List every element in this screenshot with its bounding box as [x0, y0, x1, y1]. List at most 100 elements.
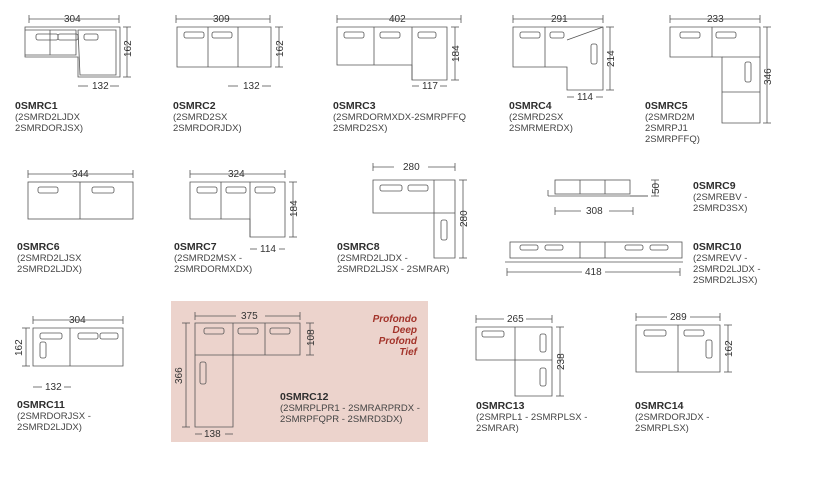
dim-label: 402	[389, 14, 406, 25]
dim-label: 184	[451, 45, 462, 62]
dim-label: 132	[243, 81, 260, 92]
dim-label: 304	[64, 14, 81, 25]
plan-0smrc9	[547, 179, 659, 215]
model-code: 0SMRC9	[693, 180, 736, 192]
model-parts-line: 2SMRD2LJDX)	[17, 264, 82, 275]
model-parts-line: 2SMRD2LJSX)	[693, 275, 758, 286]
model-parts-line: (2SMRDORMXDX-2SMRPFFQ	[333, 112, 467, 123]
dim-label: 291	[551, 14, 568, 25]
dim-label: 114	[577, 92, 593, 103]
model-parts-line: 2SMRMERDX)	[509, 123, 573, 134]
dim-label: 114	[260, 244, 276, 255]
model-label-0smrc12: 0SMRC12 (2SMRPLPR1 - 2SMRARPRDX - 2SMRPF…	[280, 391, 420, 426]
dim-label: 132	[45, 382, 62, 393]
plan-0smrc7	[189, 170, 297, 250]
model-parts-line: 2SMRDORJDX)	[173, 123, 242, 134]
model-label-0smrc10: 0SMRC10 (2SMREVV - 2SMRD2LJDX - 2SMRD2LJ…	[693, 241, 761, 287]
dim-label: 280	[403, 162, 420, 173]
dim-label: 366	[174, 367, 185, 384]
dim-label: 309	[213, 14, 230, 25]
plan-0smrc3	[336, 15, 462, 87]
model-parts-line: 2SMRD2LJDX -	[693, 264, 761, 275]
note-line-4: Tief	[399, 347, 417, 358]
model-parts-line: 2SMRDORMXDX)	[174, 264, 253, 275]
note-line-3: Profond	[378, 336, 417, 347]
model-parts-line: (2SMRD2LJDX -	[337, 253, 408, 264]
model-code: 0SMRC10	[693, 241, 742, 253]
model-code: 0SMRC11	[17, 399, 65, 411]
note-line-1: Profondo	[372, 314, 417, 325]
dim-label: 304	[69, 315, 86, 326]
model-code: 0SMRC14	[635, 400, 684, 412]
model-parts-line: (2SMRD2MSX -	[174, 253, 243, 264]
model-parts-line: (2SMRD2M	[645, 112, 695, 123]
dim-label: 346	[763, 68, 774, 85]
model-label-0smrc4: 0SMRC4 (2SMRD2SX 2SMRMERDX)	[509, 100, 573, 135]
model-code: 0SMRC8	[337, 241, 380, 253]
model-parts-line: (2SMRD2SX	[173, 112, 228, 123]
plan-0smrc14	[635, 313, 732, 373]
plan-0smrc8	[372, 163, 467, 259]
dim-label: 214	[606, 50, 617, 67]
dim-label: 162	[275, 40, 286, 57]
model-parts-line: (2SMREBV -	[693, 192, 748, 203]
model-parts-line: 2SMRD3SX)	[693, 203, 748, 214]
note-line-2: Deep	[392, 325, 417, 336]
model-parts-line: (2SMRPL1 - 2SMRPLSX -	[476, 412, 588, 423]
model-label-0smrc5: 0SMRC5 (2SMRD2M 2SMRPJ1 2SMRPFFQ)	[645, 101, 700, 146]
model-code: 0SMRC6	[17, 241, 60, 253]
model-parts-line: (2SMRD2LJDX	[15, 112, 80, 123]
model-parts-line: 2SMRPFFQ)	[645, 134, 700, 145]
model-label-0smrc2: 0SMRC2 (2SMRD2SX 2SMRDORJDX)	[173, 100, 242, 135]
deep-version-highlight-panel	[171, 301, 428, 442]
deep-version-note: Profondo Deep Profond Tief	[355, 314, 417, 358]
model-code: 0SMRC12	[280, 391, 329, 403]
model-code: 0SMRC13	[476, 400, 525, 412]
plan-0smrc10	[505, 241, 683, 276]
plan-0smrc1	[24, 15, 131, 87]
dim-label: 108	[306, 329, 317, 346]
model-code: 0SMRC7	[174, 241, 217, 253]
model-code: 0SMRC2	[173, 100, 216, 112]
model-parts-line: (2SMRPLPR1 - 2SMRARPRDX -	[280, 403, 420, 414]
model-label-0smrc1: 0SMRC1 (2SMRD2LJDX 2SMRDORJSX)	[15, 101, 84, 135]
model-label-0smrc9: 0SMRC9 (2SMREBV - 2SMRD3SX)	[693, 180, 748, 215]
model-parts-line: 2SMRPFQPR - 2SMRD3DX)	[280, 414, 403, 425]
model-parts-line: (2SMRD2SX	[509, 112, 564, 123]
dim-label: 375	[241, 311, 258, 322]
dim-label: 238	[556, 353, 567, 370]
dim-label: 265	[507, 314, 524, 325]
model-parts-line: (2SMRDORJDX -	[635, 412, 710, 423]
dim-label: 184	[289, 200, 300, 217]
dim-label: 344	[72, 169, 89, 180]
dim-label: 418	[585, 267, 602, 278]
model-label-0smrc11: 0SMRC11 (2SMRDORJSX - 2SMRD2LJDX)	[17, 399, 91, 434]
model-parts-line: 2SMRPLSX)	[635, 423, 689, 434]
model-parts-line: (2SMRD2LJSX	[17, 253, 82, 264]
model-parts-line: 2SMRDORJSX)	[15, 123, 84, 134]
model-label-0smrc14: 0SMRC14 (2SMRDORJDX - 2SMRPLSX)	[635, 400, 710, 435]
model-label-0smrc8: 0SMRC8 (2SMRD2LJDX - 2SMRD2LJSX - 2SMRAR…	[337, 241, 450, 276]
dim-label: 324	[228, 169, 245, 180]
model-label-0smrc13: 0SMRC13 (2SMRPL1 - 2SMRPLSX - 2SMRAR)	[476, 400, 588, 435]
plan-0smrc5	[669, 15, 771, 124]
model-parts-line: 2SMRD2SX)	[333, 123, 388, 134]
model-label-0smrc6: 0SMRC6 (2SMRD2LJSX 2SMRD2LJDX)	[17, 241, 82, 276]
dim-label: 162	[724, 340, 735, 357]
model-parts-line: 2SMRAR)	[476, 423, 519, 434]
dim-label: 117	[422, 81, 438, 92]
model-code: 0SMRC3	[333, 100, 376, 112]
dim-label: 280	[459, 210, 470, 227]
dim-label: 233	[707, 14, 724, 25]
dim-label: 162	[123, 40, 134, 57]
plan-0smrc2	[175, 15, 283, 87]
dim-label: 162	[14, 339, 25, 356]
model-parts-line: 2SMRD2LJSX - 2SMRAR)	[337, 264, 450, 275]
plan-0smrc13	[475, 315, 564, 397]
model-label-0smrc3: 0SMRC3 (2SMRDORMXDX-2SMRPFFQ 2SMRD2SX)	[333, 100, 467, 135]
model-code: 0SMRC4	[509, 100, 552, 112]
model-label-0smrc7: 0SMRC7 (2SMRD2MSX - 2SMRDORMXDX)	[174, 241, 253, 276]
model-parts-line: (2SMREVV -	[693, 253, 748, 264]
plan-0smrc4	[512, 15, 614, 98]
